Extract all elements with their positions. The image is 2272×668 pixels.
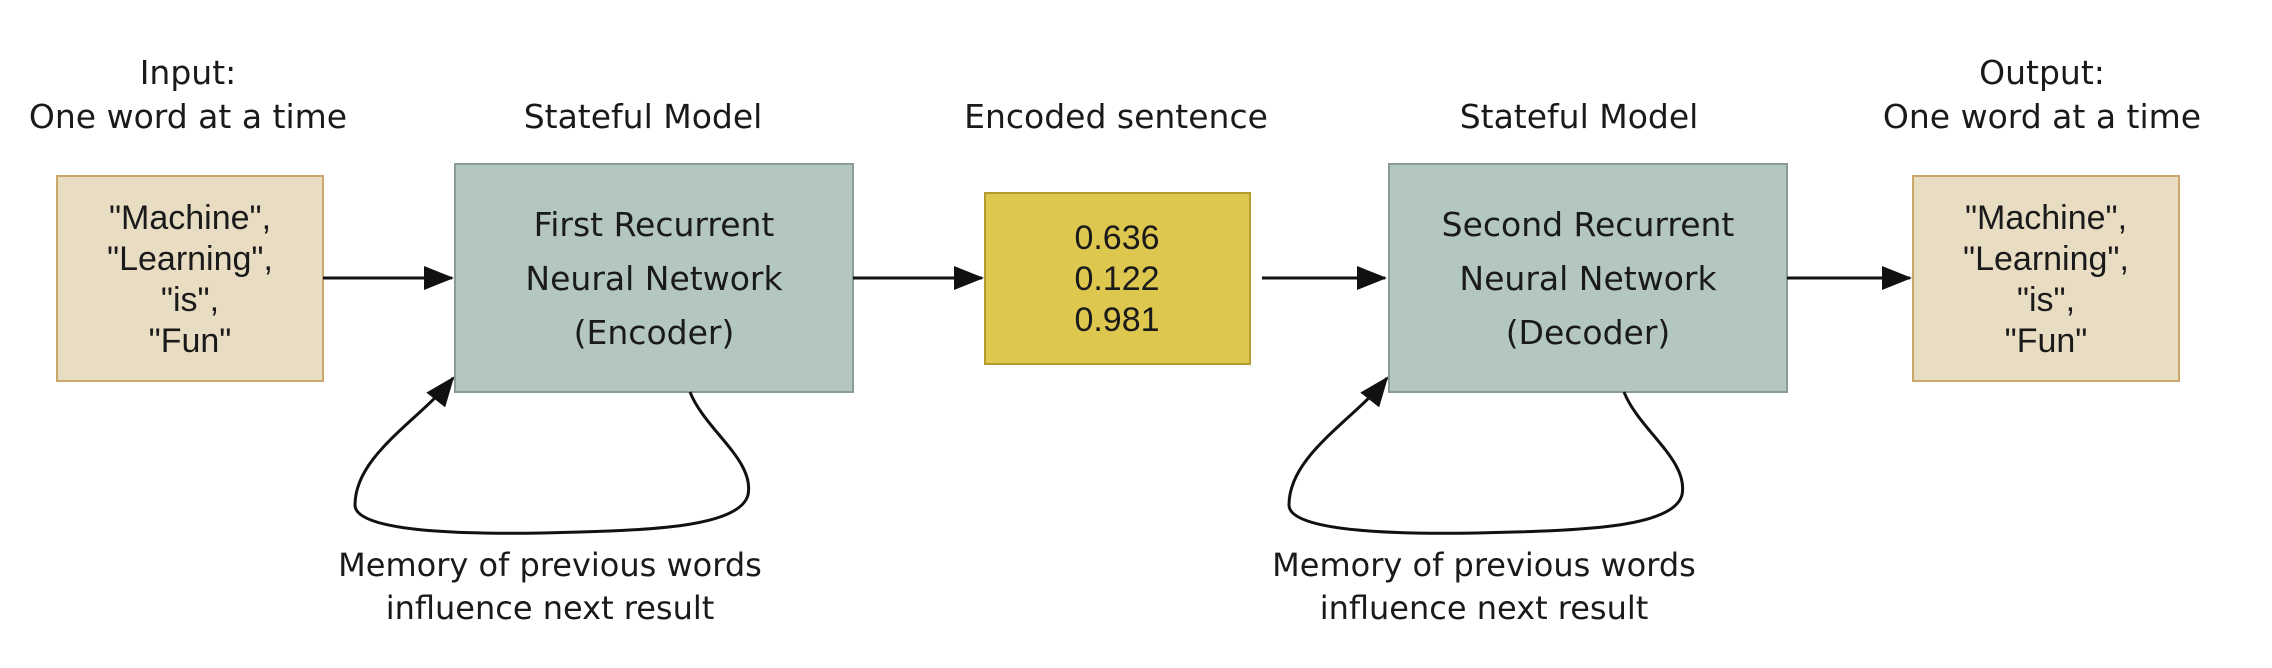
encoder-heading: Stateful Model — [524, 97, 763, 136]
encoder-memory-caption-line-1: Memory of previous words — [338, 546, 762, 584]
input-word-2: "Learning", — [107, 240, 273, 278]
decoder-memory-caption-line-2: influence next result — [1320, 589, 1649, 627]
output-word-1: "Machine", — [1965, 199, 2127, 237]
encoder-line-1: First Recurrent — [534, 205, 775, 244]
input-heading-line-1: Input: — [140, 53, 237, 92]
output-word-3: "is", — [2017, 281, 2075, 319]
decoder-line-2: Neural Network — [1459, 259, 1717, 298]
decoder-line-1: Second Recurrent — [1442, 205, 1735, 244]
input-word-1: "Machine", — [109, 199, 271, 237]
output-heading-line-1: Output: — [1979, 53, 2105, 92]
decoder-memory-caption-line-1: Memory of previous words — [1272, 546, 1696, 584]
decoder-line-3: (Decoder) — [1506, 313, 1671, 352]
encoder-memory-loop — [353, 376, 751, 535]
encoded-value-2: 0.122 — [1074, 260, 1159, 298]
input-word-3: "is", — [161, 281, 219, 319]
encoded-value-3: 0.981 — [1074, 301, 1159, 339]
encoder-box — [454, 163, 854, 393]
encoder-line-3: (Encoder) — [574, 313, 735, 352]
output-word-2: "Learning", — [1963, 240, 2129, 278]
input-words-box — [56, 175, 324, 382]
output-word-4: "Fun" — [2005, 322, 2088, 360]
decoder-heading: Stateful Model — [1460, 97, 1699, 136]
output-words-box — [1912, 175, 2180, 382]
encoded-heading: Encoded sentence — [964, 97, 1268, 136]
output-heading-line-2: One word at a time — [1883, 97, 2201, 136]
decoder-memory-loop — [1287, 376, 1685, 535]
decoder-box — [1388, 163, 1788, 393]
encoded-value-1: 0.636 — [1074, 219, 1159, 257]
encoded-box — [984, 192, 1251, 365]
input-word-4: "Fun" — [149, 322, 232, 360]
encoder-line-2: Neural Network — [525, 259, 783, 298]
encoder-memory-caption-line-2: influence next result — [386, 589, 715, 627]
input-heading-line-2: One word at a time — [29, 97, 347, 136]
